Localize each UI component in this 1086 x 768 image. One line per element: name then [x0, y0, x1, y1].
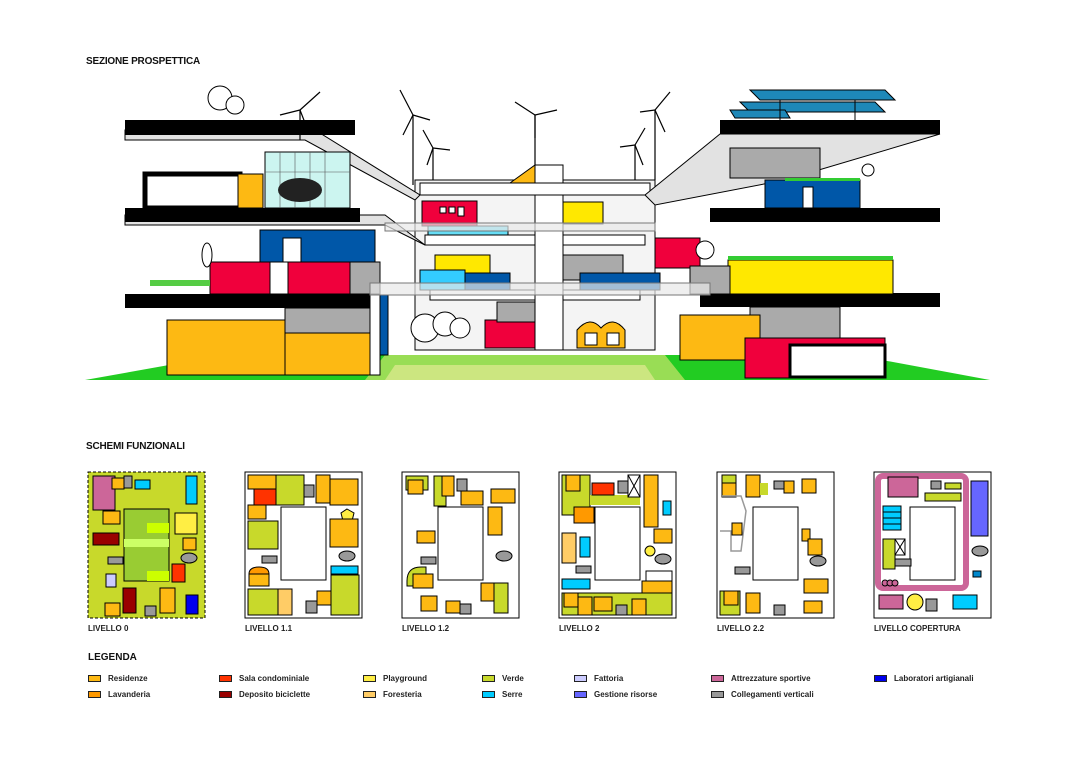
- right-level2-slab: [710, 208, 940, 222]
- legend-item-deposito-biciclette: Deposito biciclette: [219, 690, 310, 699]
- plan-label-livello-2-2: LIVELLO 2.2: [717, 624, 765, 633]
- swatch-icon: [711, 675, 724, 682]
- perspective-section-illustration: [85, 85, 990, 380]
- blue-unit-left: [259, 229, 376, 264]
- perspective-section-title: SEZIONE PROSPETTICA: [86, 56, 200, 67]
- legend-item-laboratori-artigianali: Laboratori artigianali: [874, 674, 974, 683]
- swatch-icon: [574, 691, 587, 698]
- swatch-icon: [482, 691, 495, 698]
- legend-item-residenze: Residenze: [88, 674, 148, 683]
- plan-livello-1-2: [401, 471, 520, 619]
- legend-item-sala-condominiale: Sala condominiale: [219, 674, 309, 683]
- plan-livello-copertura: [873, 471, 992, 619]
- swatch-icon: [363, 675, 376, 682]
- legend-item-attrezzature-sportive: Attrezzature sportive: [711, 674, 811, 683]
- legend-item-serre: Serre: [482, 690, 522, 699]
- legend-item-gestione-risorse: Gestione risorse: [574, 690, 657, 699]
- swatch-icon: [363, 691, 376, 698]
- plan-livello-0: [87, 471, 206, 619]
- legend-item-fattoria: Fattoria: [574, 674, 623, 683]
- legend-item-lavanderia: Lavanderia: [88, 690, 150, 699]
- plan-livello-2: [558, 471, 677, 619]
- plan-label-livello-1-1: LIVELLO 1.1: [245, 624, 293, 633]
- left-level2-slab: [125, 208, 360, 222]
- legend-item-verde: Verde: [482, 674, 524, 683]
- solar-panels: [729, 89, 897, 120]
- wind-turbines: [279, 89, 671, 185]
- swatch-icon: [219, 691, 232, 698]
- functional-schemes-title: SCHEMI FUNZIONALI: [86, 441, 185, 452]
- swatch-icon: [219, 675, 232, 682]
- swatch-icon: [711, 691, 724, 698]
- legend-item-foresteria: Foresteria: [363, 690, 422, 699]
- swatch-icon: [574, 675, 587, 682]
- left-level1-slab: [125, 294, 375, 308]
- swatch-icon: [874, 675, 887, 682]
- left-roof-slab: [125, 120, 355, 135]
- right-level1-slab: [700, 293, 940, 307]
- plan-label-livello-0: LIVELLO 0: [88, 624, 129, 633]
- plan-label-livello-2: LIVELLO 2: [559, 624, 600, 633]
- right-roof-slab: [720, 120, 940, 134]
- legend-item-playground: Playground: [363, 674, 427, 683]
- plan-label-livello-1-2: LIVELLO 1.2: [402, 624, 450, 633]
- swatch-icon: [88, 691, 101, 698]
- plan-label-livello-copertura: LIVELLO COPERTURA: [874, 624, 961, 633]
- legend-item-collegamenti-verticali: Collegamenti verticali: [711, 690, 814, 699]
- plan-livello-1-1: [244, 471, 363, 619]
- plan-livello-2-2: [716, 471, 835, 619]
- swatch-icon: [482, 675, 495, 682]
- swatch-icon: [88, 675, 101, 682]
- legend-title: LEGENDA: [88, 652, 137, 663]
- trees: [201, 85, 875, 343]
